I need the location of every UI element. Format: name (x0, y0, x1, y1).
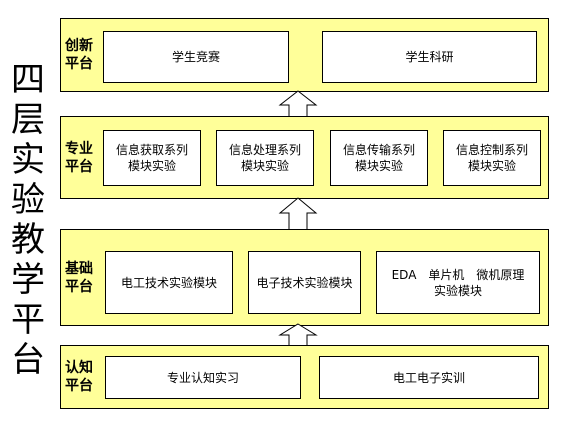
innovation-layer: 创新 平台 学生竞赛 学生科研 (60, 18, 549, 92)
info-transmission-box: 信息传输系列 模块实验 (330, 130, 428, 186)
box-label: 电工电子实训 (392, 370, 465, 385)
layer-label-line: 平台 (65, 158, 93, 175)
box-label: 专业认知实习 (166, 370, 239, 385)
side-title: 四 层 实 验 教 学 平 台 (10, 60, 46, 380)
box-label-line: 信息获取系列 (115, 143, 188, 157)
box-label-line: 信息处理系列 (228, 143, 301, 157)
info-processing-box: 信息处理系列 模块实验 (216, 130, 314, 186)
info-acquisition-box: 信息获取系列 模块实验 (103, 130, 201, 186)
side-title-char: 教 (11, 220, 45, 260)
layer-label-line: 基础 (65, 260, 93, 277)
side-title-char: 实 (11, 140, 45, 180)
box-label: 学生竞赛 (171, 50, 220, 64)
electrical-training-box: 电工电子实训 (319, 356, 539, 399)
side-title-char: 台 (11, 340, 45, 380)
box-label-line: 模块实验 (467, 159, 516, 173)
box-label-line: 模块实验 (127, 159, 176, 173)
box-label-line: 信息控制系列 (455, 143, 528, 157)
side-title-char: 平 (11, 300, 45, 340)
box-label-line: EDA 单片机 微机原理 (391, 267, 525, 282)
side-title-char: 验 (11, 180, 45, 220)
eda-mcu-box: EDA 单片机 微机原理 实验模块 (376, 251, 540, 314)
box-label-line: 信息传输系列 (342, 143, 415, 157)
electrical-tech-box: 电工技术实验模块 (105, 251, 233, 314)
info-control-box: 信息控制系列 模块实验 (443, 130, 541, 186)
box-label: 学生科研 (405, 50, 454, 64)
student-competition-box: 学生竞赛 (103, 31, 289, 83)
side-title-char: 层 (11, 100, 45, 140)
foundation-layer-label: 基础 平台 (65, 260, 101, 296)
layer-label-line: 平台 (65, 278, 93, 295)
layer-label-line: 认知 (65, 360, 93, 376)
professional-awareness-box: 专业认知实习 (105, 356, 301, 399)
layer-label-line: 平台 (65, 378, 93, 394)
box-label-line: 实验模块 (433, 283, 482, 298)
professional-layer-label: 专业 平台 (65, 140, 101, 176)
box-label: 电工技术实验模块 (120, 275, 217, 290)
layer-label-line: 专业 (65, 140, 93, 157)
box-label-line: 模块实验 (354, 159, 403, 173)
innovation-layer-label: 创新 平台 (65, 37, 101, 73)
side-title-char: 学 (11, 260, 45, 300)
foundation-layer: 基础 平台 电工技术实验模块 电子技术实验模块 EDA 单片机 微机原理 实验模… (60, 229, 549, 326)
electronic-tech-box: 电子技术实验模块 (248, 251, 361, 314)
professional-layer: 专业 平台 信息获取系列 模块实验 信息处理系列 模块实验 信息传输系列 模块实… (60, 116, 549, 199)
layer-label-line: 平台 (65, 56, 93, 72)
cognition-layer-label: 认知 平台 (65, 359, 101, 395)
student-research-box: 学生科研 (322, 31, 537, 83)
side-title-char: 四 (11, 60, 45, 100)
layer-label-line: 创新 (65, 38, 93, 54)
box-label-line: 模块实验 (240, 159, 289, 173)
cognition-layer: 认知 平台 专业认知实习 电工电子实训 (60, 345, 549, 409)
box-label: 电子技术实验模块 (256, 275, 353, 290)
up-arrow-icon (278, 90, 318, 118)
up-arrow-icon (278, 197, 318, 231)
